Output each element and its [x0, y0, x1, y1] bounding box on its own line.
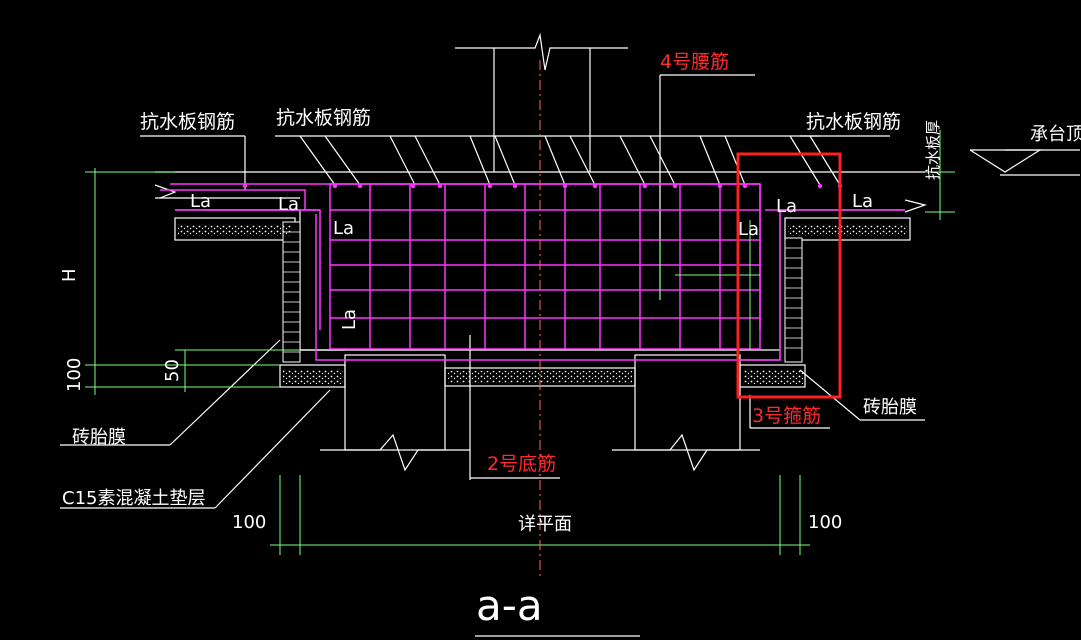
column-break-top — [455, 32, 628, 71]
dim-h: H — [59, 268, 80, 282]
label-anti-water-left: 抗水板钢筋 — [140, 111, 235, 133]
label-stirrup: 3号箍筋 — [752, 405, 821, 427]
dim-100-bottom-right: 100 — [808, 512, 842, 533]
la-label-6: La — [776, 196, 797, 217]
label-detail-plan: 详平面 — [518, 514, 572, 535]
la-label-2: La — [278, 194, 299, 215]
label-bottom-bar: 2号底筋 — [487, 453, 556, 475]
la-label-1: La — [190, 191, 211, 212]
rebar-cage — [160, 183, 905, 361]
label-waist-bar: 4号腰筋 — [660, 51, 729, 73]
label-anti-water-thk: 抗水板厚 — [924, 120, 942, 180]
dimension-lines — [85, 130, 955, 555]
highlight-box — [736, 152, 842, 399]
la-label-7: La — [852, 191, 873, 212]
label-brick-membrane-left: 砖胎膜 — [72, 427, 126, 448]
section-title: a-a — [476, 581, 543, 630]
label-c15-cushion: C15素混凝土垫层 — [62, 488, 205, 509]
la-label-5: La — [738, 219, 759, 240]
dim-100-bottom-left: 100 — [232, 512, 266, 533]
dim-100-vertical: 100 — [64, 358, 85, 392]
label-anti-water-right: 抗水板钢筋 — [806, 111, 901, 133]
dim-50: 50 — [162, 359, 183, 382]
concrete-cushion-dots — [178, 224, 907, 384]
la-label-4: La — [339, 309, 360, 330]
brick-membrane-left — [282, 221, 301, 363]
la-label-3: La — [333, 218, 354, 239]
slab-right-break — [904, 199, 928, 213]
label-brick-membrane-right: 砖胎膜 — [863, 397, 917, 418]
label-cap-top: 承台顶 — [1030, 124, 1081, 145]
label-anti-water-mid: 抗水板钢筋 — [276, 107, 371, 129]
brick-membrane-right — [784, 237, 803, 363]
slab-left-break — [154, 184, 177, 199]
